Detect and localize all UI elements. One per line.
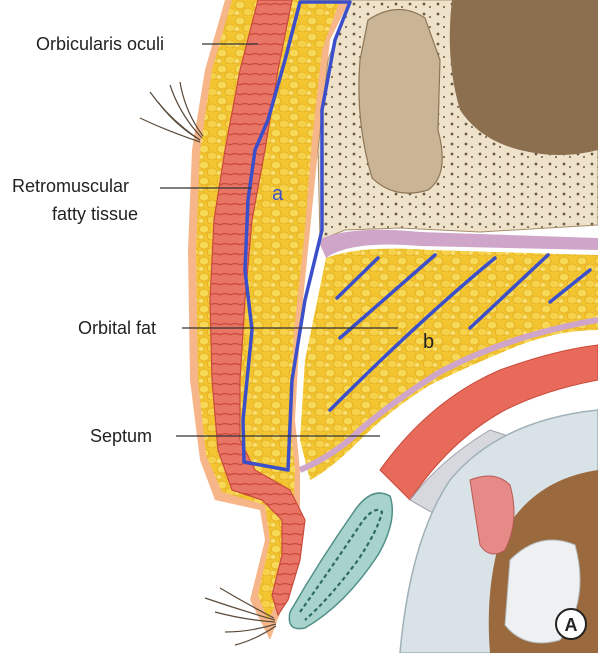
label-orbicularis-oculi: Orbicularis oculi	[36, 34, 164, 54]
orbicularis-oculi-muscle	[209, 0, 306, 617]
levator-muscle	[379, 344, 598, 501]
retromuscular-outline	[241, 0, 352, 472]
label-retromuscular-line2: fatty tissue	[52, 204, 138, 224]
panel-badge: A	[555, 608, 587, 640]
marker-a: a	[272, 183, 284, 205]
label-orbital-fat: Orbital fat	[78, 318, 156, 338]
ciliary-body	[469, 475, 515, 555]
frontal-sinus	[358, 8, 443, 194]
periorbita	[318, 229, 598, 258]
panel-letter: A	[565, 615, 578, 635]
tarsal-glands	[299, 508, 384, 621]
lower-eyelashes	[204, 587, 277, 646]
label-retromuscular-line1: Retromuscular	[12, 176, 129, 196]
marker-b: b	[423, 331, 434, 353]
tarsal-plate	[288, 492, 393, 630]
label-septum: Septum	[90, 426, 152, 446]
orbital-fat-hatching	[328, 253, 592, 412]
upper-eyelashes	[139, 81, 204, 143]
orbital-septum	[298, 317, 598, 473]
sinus-dark-cavity	[449, 0, 598, 155]
